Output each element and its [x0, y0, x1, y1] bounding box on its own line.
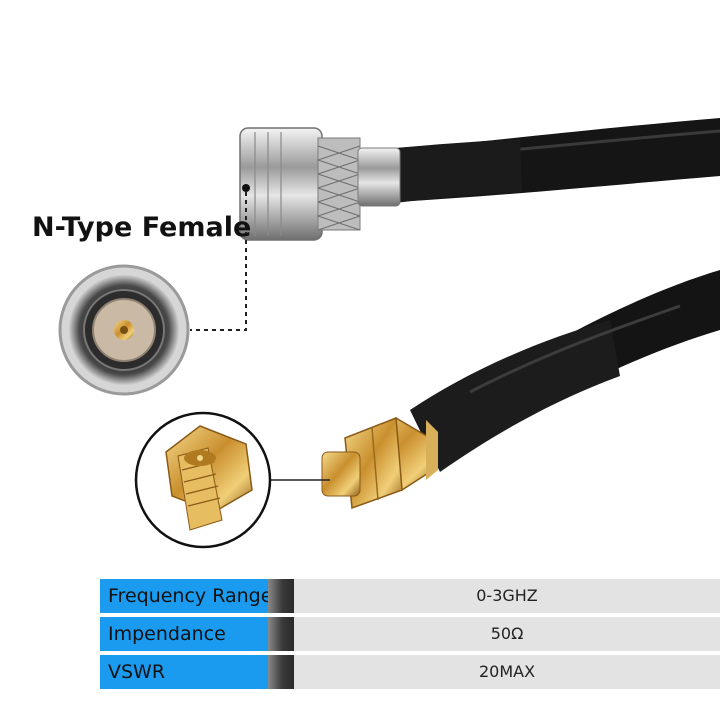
sma-inset-connector	[165, 425, 253, 531]
spec-value: 20MAX	[294, 655, 720, 689]
connector-type-label: N-Type Female	[32, 212, 252, 243]
spec-separator	[268, 655, 294, 689]
callout-line-n	[190, 192, 247, 331]
spec-row-frequency: Frequency Range 0-3GHZ	[100, 579, 720, 613]
n-connector-knurl	[317, 137, 361, 231]
spec-label: VSWR	[100, 655, 268, 689]
spec-separator	[268, 617, 294, 651]
upper-heatshrink	[395, 139, 522, 203]
callout-dot-n	[242, 184, 250, 192]
spec-value: 0-3GHZ	[294, 579, 720, 613]
spec-label: Frequency Range	[100, 579, 268, 613]
lower-heatshrink	[410, 320, 620, 472]
n-connector-ferrule	[357, 147, 401, 207]
spec-value: 50Ω	[294, 617, 720, 651]
spec-separator	[268, 579, 294, 613]
spec-row-vswr: VSWR 20MAX	[100, 655, 720, 689]
sma-connector	[321, 416, 438, 510]
spec-label: Impendance	[100, 617, 268, 651]
spec-row-impedance: Impendance 50Ω	[100, 617, 720, 651]
spec-table: Frequency Range 0-3GHZ Impendance 50Ω VS…	[100, 579, 720, 693]
